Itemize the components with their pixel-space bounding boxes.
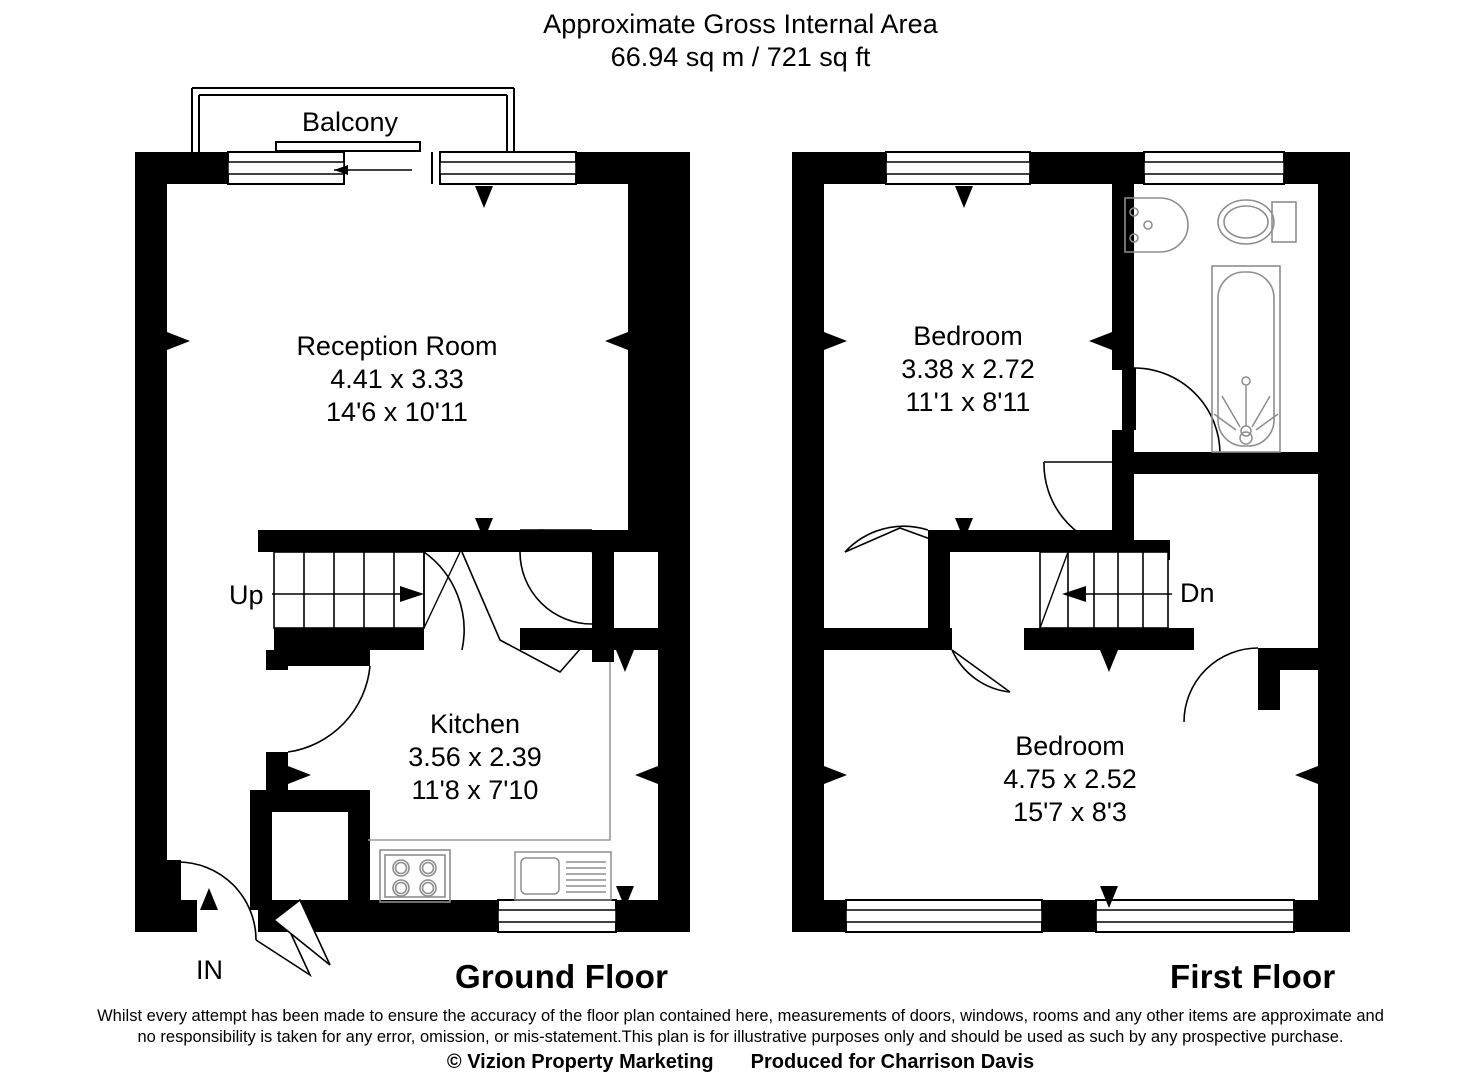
disclaimer-line-2: no responsibility is taken for any error… [137,1028,1344,1046]
copyright-text: © Vizion Property Marketing [446,1051,714,1073]
first-floor-dimension-arrows [824,186,1318,908]
shower-icon [1213,376,1279,445]
first-floor-door-swings [844,367,1259,723]
stairs-down-label: Dn [1180,578,1215,608]
bathroom-door-frame [1122,368,1136,430]
up-direction-arrow [272,586,424,602]
footer: Whilst every attempt has been made to en… [0,1006,1481,1075]
room-name: Reception Room [296,331,498,361]
credits: © Vizion Property Marketing Produced for… [0,1050,1481,1075]
hob-icon [379,849,451,903]
entrance-door-leaf [272,898,331,966]
room-name: Bedroom [913,321,1023,351]
stairs-up-label: Up [229,580,264,610]
produced-for-text: Produced for Charrison Davis [750,1051,1035,1073]
room-name: Bedroom [1015,731,1125,761]
dn-direction-arrow [1062,586,1172,602]
ground-floor-plan [135,87,690,978]
first-floor-plan [792,151,1350,933]
entrance-in-label: IN [196,955,223,985]
room-dimensions-imperial: 15'7 x 8'3 [1013,797,1127,827]
balcony-label: Balcony [302,107,399,137]
toilet-icon [1217,199,1297,245]
room-dimensions-metric: 4.41 x 3.33 [330,364,464,394]
bedroom2-window-right [1095,899,1295,933]
sink-icon [514,851,612,901]
bedroom2-window-left [845,899,1043,933]
first-floor-walls [792,152,1350,932]
room-dimensions-imperial: 14'6 x 10'11 [326,397,468,427]
room-label-kitchen: Kitchen 3.56 x 2.39 11'8 x 7'10 [355,708,595,807]
balcony-window-right [431,151,577,185]
room-label-bedroom-2: Bedroom 4.75 x 2.52 15'7 x 8'3 [950,730,1190,829]
room-dimensions-imperial: 11'1 x 8'11 [905,387,1031,417]
page-title: Approximate Gross Internal Area 66.94 sq… [0,8,1481,74]
entrance-door-frame [167,860,181,910]
staircase-down [1039,551,1169,629]
balcony-outline [191,87,515,155]
kitchen-window [497,899,617,933]
gross-internal-area-title: Approximate Gross Internal Area [543,9,938,39]
disclaimer-line-1: Whilst every attempt has been made to en… [97,1007,1384,1025]
ground-floor-dimension-arrows [167,186,658,910]
bathtub-icon [1211,265,1281,453]
ground-floor-door-swings [177,529,593,978]
balcony-door-left [227,151,345,185]
room-dimensions-metric: 4.75 x 2.52 [1003,764,1137,794]
gross-internal-area-value: 66.94 sq m / 721 sq ft [610,42,871,72]
room-dimensions-imperial: 11'8 x 7'10 [411,775,539,805]
room-label-bedroom-1: Bedroom 3.38 x 2.72 11'1 x 8'11 [848,320,1088,419]
room-dimensions-metric: 3.56 x 2.39 [408,742,542,772]
bedroom1-window [885,151,1031,185]
room-dimensions-metric: 3.38 x 2.72 [901,354,1035,384]
ground-floor-walls [135,152,690,932]
room-label-reception-room: Reception Room 4.41 x 3.33 14'6 x 10'11 [247,330,547,429]
bathroom-window [1143,151,1285,185]
kitchen-worktop [368,662,611,841]
staircase-up [273,551,461,629]
wash-basin-icon [1124,197,1189,253]
floor-title-first: First Floor [1170,958,1336,995]
hall-door-leaf [461,551,589,674]
balcony-slider-panel [275,141,421,175]
room-name: Kitchen [429,709,521,739]
floor-title-ground: Ground Floor [455,958,669,995]
